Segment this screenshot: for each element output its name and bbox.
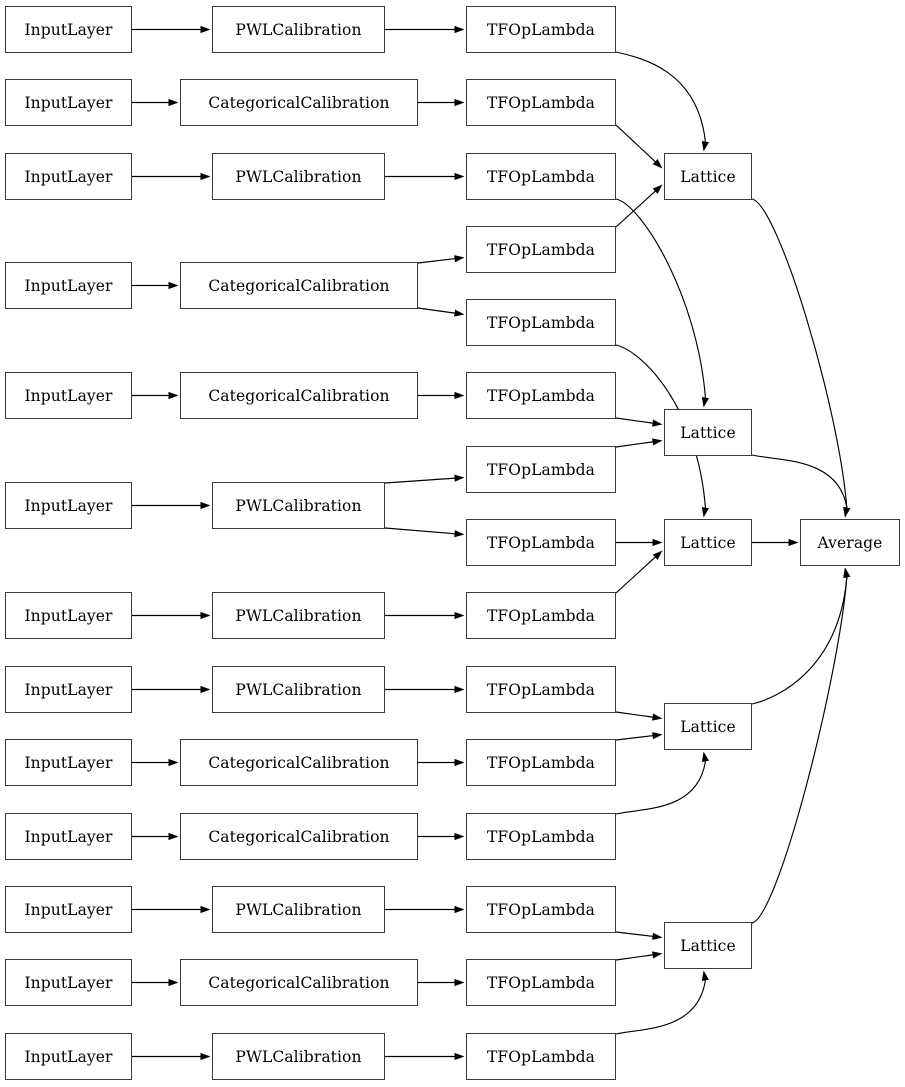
node-label: CategoricalCalibration xyxy=(208,753,390,772)
node-label: TFOpLambda xyxy=(486,20,596,39)
node-label: InputLayer xyxy=(24,1047,113,1066)
node-label: InputLayer xyxy=(24,496,113,515)
node-label: TFOpLambda xyxy=(486,680,596,699)
node-in11[interactable]: InputLayer xyxy=(5,886,132,933)
node-cal3[interactable]: PWLCalibration xyxy=(212,153,385,200)
node-label: InputLayer xyxy=(24,167,113,186)
node-label: PWLCalibration xyxy=(235,20,362,39)
node-in7[interactable]: InputLayer xyxy=(5,592,132,639)
node-label: CategoricalCalibration xyxy=(208,386,390,405)
node-label: InputLayer xyxy=(24,753,113,772)
node-label: Lattice xyxy=(680,533,736,552)
node-label: TFOpLambda xyxy=(486,93,596,112)
node-in9[interactable]: InputLayer xyxy=(5,739,132,786)
node-label: Lattice xyxy=(680,717,736,736)
node-op9[interactable]: TFOpLambda xyxy=(466,592,616,639)
node-label: InputLayer xyxy=(24,900,113,919)
node-label: TFOpLambda xyxy=(486,386,596,405)
node-in4[interactable]: InputLayer xyxy=(5,262,132,309)
node-label: InputLayer xyxy=(24,973,113,992)
node-label: CategoricalCalibration xyxy=(208,276,390,295)
node-in3[interactable]: InputLayer xyxy=(5,153,132,200)
node-label: CategoricalCalibration xyxy=(208,827,390,846)
node-label: PWLCalibration xyxy=(235,167,362,186)
node-op3[interactable]: TFOpLambda xyxy=(466,153,616,200)
node-label: TFOpLambda xyxy=(486,973,596,992)
node-cal12[interactable]: CategoricalCalibration xyxy=(180,959,418,1006)
node-op4[interactable]: TFOpLambda xyxy=(466,226,616,273)
node-label: TFOpLambda xyxy=(486,240,596,259)
node-label: TFOpLambda xyxy=(486,313,596,332)
node-label: TFOpLambda xyxy=(486,900,596,919)
node-op11[interactable]: TFOpLambda xyxy=(466,739,616,786)
node-label: PWLCalibration xyxy=(235,680,362,699)
node-op5[interactable]: TFOpLambda xyxy=(466,299,616,346)
node-in12[interactable]: InputLayer xyxy=(5,959,132,1006)
node-lat5[interactable]: Lattice xyxy=(664,922,752,969)
node-label: Lattice xyxy=(680,423,736,442)
node-cal4[interactable]: CategoricalCalibration xyxy=(180,262,418,309)
node-cal6[interactable]: PWLCalibration xyxy=(212,482,385,529)
node-label: PWLCalibration xyxy=(235,496,362,515)
node-label: PWLCalibration xyxy=(235,1047,362,1066)
node-op15[interactable]: TFOpLambda xyxy=(466,1033,616,1080)
node-in10[interactable]: InputLayer xyxy=(5,813,132,860)
node-cal10[interactable]: CategoricalCalibration xyxy=(180,813,418,860)
node-label: Lattice xyxy=(680,167,736,186)
node-label: InputLayer xyxy=(24,93,113,112)
node-label: PWLCalibration xyxy=(235,900,362,919)
node-label: Lattice xyxy=(680,936,736,955)
node-in6[interactable]: InputLayer xyxy=(5,482,132,529)
node-lat1[interactable]: Lattice xyxy=(664,153,752,200)
node-label: TFOpLambda xyxy=(486,1047,596,1066)
node-op12[interactable]: TFOpLambda xyxy=(466,813,616,860)
node-label: TFOpLambda xyxy=(486,533,596,552)
node-label: TFOpLambda xyxy=(486,753,596,772)
node-label: CategoricalCalibration xyxy=(208,973,390,992)
node-op2[interactable]: TFOpLambda xyxy=(466,79,616,126)
node-cal5[interactable]: CategoricalCalibration xyxy=(180,372,418,419)
node-cal1[interactable]: PWLCalibration xyxy=(212,6,385,53)
node-label: CategoricalCalibration xyxy=(208,93,390,112)
node-label: TFOpLambda xyxy=(486,167,596,186)
node-op7[interactable]: TFOpLambda xyxy=(466,446,616,493)
node-label: PWLCalibration xyxy=(235,606,362,625)
node-op8[interactable]: TFOpLambda xyxy=(466,519,616,566)
node-cal13[interactable]: PWLCalibration xyxy=(212,1033,385,1080)
node-op13[interactable]: TFOpLambda xyxy=(466,886,616,933)
node-in13[interactable]: InputLayer xyxy=(5,1033,132,1080)
node-label: InputLayer xyxy=(24,276,113,295)
node-in8[interactable]: InputLayer xyxy=(5,666,132,713)
node-in2[interactable]: InputLayer xyxy=(5,79,132,126)
node-label: InputLayer xyxy=(24,680,113,699)
node-label: InputLayer xyxy=(24,606,113,625)
node-label: TFOpLambda xyxy=(486,827,596,846)
node-cal11[interactable]: PWLCalibration xyxy=(212,886,385,933)
node-label: InputLayer xyxy=(24,827,113,846)
node-in5[interactable]: InputLayer xyxy=(5,372,132,419)
node-label: TFOpLambda xyxy=(486,460,596,479)
node-lat4[interactable]: Lattice xyxy=(664,703,752,750)
node-label: InputLayer xyxy=(24,20,113,39)
node-label: TFOpLambda xyxy=(486,606,596,625)
node-avg[interactable]: Average xyxy=(800,519,900,566)
node-in1[interactable]: InputLayer xyxy=(5,6,132,53)
node-op6[interactable]: TFOpLambda xyxy=(466,372,616,419)
node-op10[interactable]: TFOpLambda xyxy=(466,666,616,713)
node-lat3[interactable]: Lattice xyxy=(664,519,752,566)
node-op1[interactable]: TFOpLambda xyxy=(466,6,616,53)
node-label: Average xyxy=(817,533,883,552)
node-cal9[interactable]: CategoricalCalibration xyxy=(180,739,418,786)
node-cal2[interactable]: CategoricalCalibration xyxy=(180,79,418,126)
node-cal7[interactable]: PWLCalibration xyxy=(212,592,385,639)
node-op14[interactable]: TFOpLambda xyxy=(466,959,616,1006)
node-cal8[interactable]: PWLCalibration xyxy=(212,666,385,713)
node-label: InputLayer xyxy=(24,386,113,405)
node-lat2[interactable]: Lattice xyxy=(664,409,752,456)
